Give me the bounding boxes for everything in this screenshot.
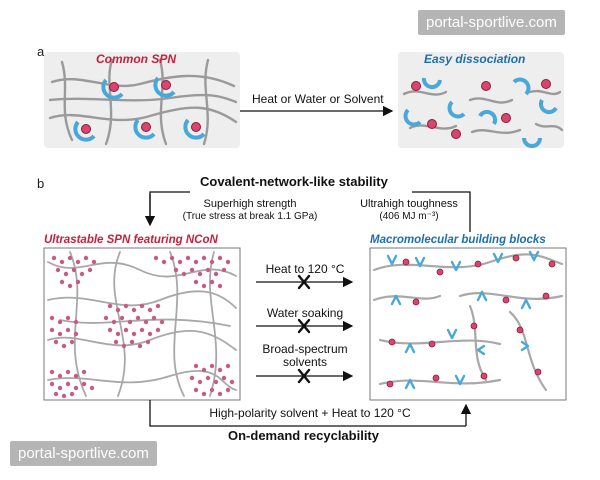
toughness-label: Ultrahigh toughness bbox=[360, 198, 458, 210]
easy-dissociation-title: Easy dissociation bbox=[424, 52, 526, 66]
stability-title: Covalent-network-like stability bbox=[200, 174, 388, 189]
panel-a-left-network bbox=[48, 58, 238, 146]
panel-a-right-box bbox=[398, 52, 564, 148]
common-spn-title: Common SPN bbox=[96, 52, 177, 66]
panel-b-right-box bbox=[369, 247, 567, 401]
condition-water: Water soaking bbox=[266, 306, 344, 320]
watermark-top: portal-sportlive.com bbox=[418, 10, 565, 35]
strength-label: Superhigh strength bbox=[203, 198, 297, 210]
ncon-cluster-bottom-left bbox=[49, 369, 95, 399]
ncon-cluster-top-left bbox=[51, 255, 97, 289]
panel-a-right-crescents bbox=[403, 77, 558, 148]
blocked-x-marks bbox=[297, 274, 311, 384]
ncon-cluster-left bbox=[49, 315, 79, 349]
condition-heat: Heat to 120 °C bbox=[265, 262, 345, 276]
panel-a-letter: a bbox=[37, 44, 45, 59]
building-block-beads bbox=[386, 254, 556, 388]
ncon-cluster-top-right bbox=[153, 255, 231, 289]
top-bracket-right bbox=[412, 191, 471, 232]
panel-b-letter: b bbox=[37, 176, 45, 191]
panel-a-left-crescents bbox=[73, 76, 206, 142]
ncon-cluster-center bbox=[103, 303, 165, 349]
toughness-detail: (406 MJ m⁻³) bbox=[379, 211, 439, 222]
ultrastable-spn-title: Ultrastable SPN featuring NCoN bbox=[44, 234, 218, 246]
building-blocks-title: Macromolecular building blocks bbox=[370, 234, 546, 246]
recycling-condition-label: High-polarity solvent + Heat to 120 °C bbox=[209, 406, 411, 420]
condition-solvents: Broad-spectrum solvents bbox=[262, 342, 348, 369]
bottom-bracket bbox=[149, 400, 466, 427]
panel-a-arrow-label: Heat or Water or Solvent bbox=[252, 92, 384, 106]
strength-detail: (True stress at break 1.1 GPa) bbox=[182, 211, 318, 222]
recyclability-title: On-demand recyclability bbox=[228, 428, 379, 443]
panel-a-right-beads bbox=[411, 79, 551, 139]
building-block-side-groups bbox=[386, 250, 540, 390]
watermark-bottom: portal-sportlive.com bbox=[10, 441, 157, 466]
ncon-cluster-bottom-right bbox=[189, 363, 235, 397]
